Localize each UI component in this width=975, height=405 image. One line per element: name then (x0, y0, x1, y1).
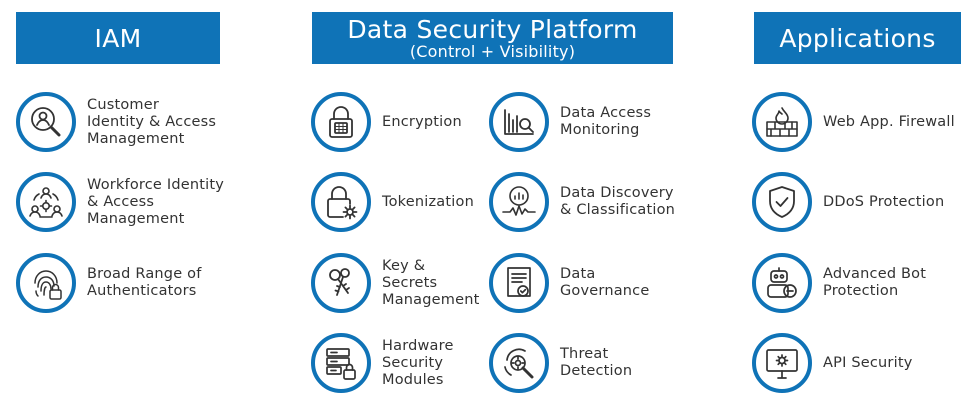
apps-item-api: API Security (752, 333, 913, 393)
shield-check-icon (752, 172, 812, 232)
dsp-item-label: Hardware Security Modules (382, 337, 454, 388)
apps-item-label: Web App. Firewall (823, 113, 955, 130)
threat-detection-icon (489, 333, 549, 393)
dsp-item-label: Threat Detection (560, 346, 633, 379)
chart-magnifier-icon (489, 92, 549, 152)
dsp-header: Data Security Platform (Control + Visibi… (312, 12, 673, 64)
dsp-header-subtitle: (Control + Visibility) (409, 41, 576, 61)
bot-icon (752, 253, 812, 313)
apps-item-bot: Advanced Bot Protection (752, 253, 926, 313)
dsp-item-threat-detection: Threat Detection (489, 333, 632, 393)
document-check-icon (489, 253, 549, 313)
customer-identity-icon (16, 92, 76, 152)
apps-item-label: API Security (823, 354, 913, 371)
dsp-item-hsm: Hardware Security Modules (311, 333, 454, 393)
iam-item-authenticators: Broad Range of Authenticators (16, 253, 202, 313)
dsp-item-data-governance: Data Governance (489, 253, 649, 313)
iam-item-label: Customer Identity & Access Management (87, 96, 217, 147)
apps-header: Applications (754, 12, 961, 64)
workforce-identity-icon (16, 172, 76, 232)
apps-item-waf: Web App. Firewall (752, 92, 955, 152)
fingerprint-lock-icon (16, 253, 76, 313)
dsp-item-label: Data Governance (560, 266, 650, 299)
tokenization-lock-gear-icon (311, 172, 371, 232)
keys-icon (311, 253, 371, 313)
iam-item-label: Workforce Identity & Access Management (87, 176, 225, 227)
api-monitor-icon (752, 333, 812, 393)
encryption-lock-icon (311, 92, 371, 152)
dsp-item-label: Key & Secrets Management (382, 257, 480, 308)
dsp-item-label: Data Access Monitoring (560, 105, 652, 138)
apps-header-title: Applications (779, 23, 936, 53)
dsp-header-title: Data Security Platform (347, 14, 638, 44)
apps-item-ddos: DDoS Protection (752, 172, 944, 232)
apps-item-label: DDoS Protection (823, 193, 945, 210)
iam-header-title: IAM (94, 23, 142, 53)
dsp-item-key-secrets: Key & Secrets Management (311, 253, 480, 313)
hardware-server-lock-icon (311, 333, 371, 393)
dsp-item-label: Tokenization (382, 193, 474, 210)
data-discovery-icon (489, 172, 549, 232)
dsp-item-encryption: Encryption (311, 92, 462, 152)
apps-item-label: Advanced Bot Protection (823, 266, 927, 299)
dsp-item-data-discovery: Data Discovery & Classification (489, 172, 675, 232)
dsp-item-data-access-monitoring: Data Access Monitoring (489, 92, 651, 152)
dsp-item-label: Data Discovery & Classification (560, 185, 676, 218)
iam-item-customer-identity: Customer Identity & Access Management (16, 92, 216, 152)
dsp-item-label: Encryption (382, 113, 462, 130)
dsp-item-tokenization: Tokenization (311, 172, 474, 232)
iam-header: IAM (16, 12, 220, 64)
firewall-icon (752, 92, 812, 152)
iam-item-workforce-identity: Workforce Identity & Access Management (16, 172, 224, 232)
iam-item-label: Broad Range of Authenticators (87, 266, 202, 299)
